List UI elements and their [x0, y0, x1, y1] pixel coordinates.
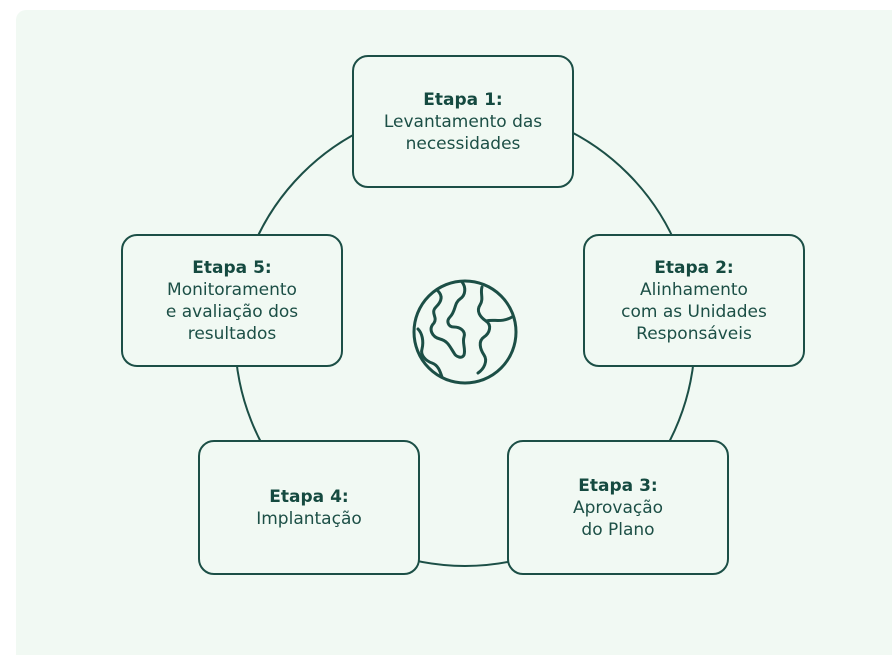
step-4-box: Etapa 4: Implantação [198, 440, 420, 575]
step-1-title: Etapa 1: [423, 89, 503, 110]
step-3-title: Etapa 3: [578, 475, 658, 496]
globe-icon [412, 279, 518, 385]
step-2-description: Alinhamento com as Unidades Responsáveis [621, 279, 767, 344]
step-3-box: Etapa 3: Aprovação do Plano [507, 440, 729, 575]
step-5-title: Etapa 5: [192, 257, 272, 278]
step-4-title: Etapa 4: [269, 486, 349, 507]
step-5-box: Etapa 5: Monitoramento e avaliação dos r… [121, 234, 343, 367]
step-2-box: Etapa 2: Alinhamento com as Unidades Res… [583, 234, 805, 367]
step-3-description: Aprovação do Plano [572, 497, 664, 540]
step-5-description: Monitoramento e avaliação dos resultados [165, 279, 299, 344]
step-1-description: Levantamento das necessidades [383, 111, 543, 154]
step-2-title: Etapa 2: [654, 257, 734, 278]
step-1-box: Etapa 1: Levantamento das necessidades [352, 55, 574, 188]
step-4-description: Implantação [256, 508, 362, 529]
